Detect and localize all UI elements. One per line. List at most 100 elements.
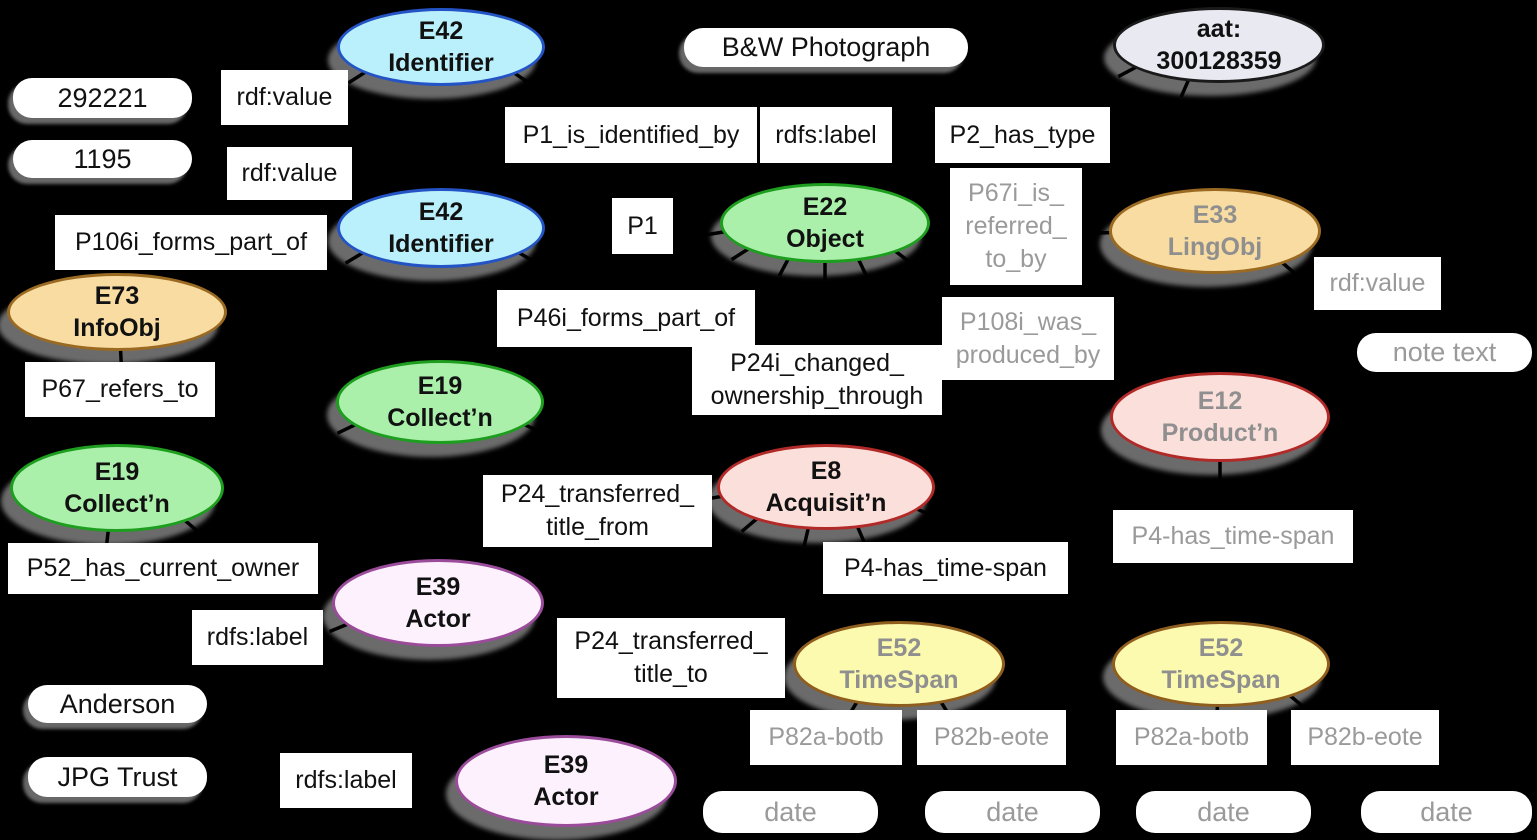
property-label-text: P106i_forms_part_of	[74, 228, 308, 256]
property-label-p4-has-time-span: P4-has_time-span	[823, 542, 1068, 594]
property-label-text: P82b-eote	[933, 723, 1050, 751]
node-label: E52	[876, 634, 922, 662]
node-label: E52	[1198, 634, 1244, 662]
property-label-text: P82a-botb	[1133, 723, 1250, 751]
literal-text: date	[1420, 796, 1473, 827]
property-label-p67i-is-referred-to-by: P67i_is_referred_to_by	[950, 168, 1082, 285]
property-label-text: to_by	[985, 245, 1047, 273]
property-label-rdf-value-mid: rdf:value	[227, 147, 352, 200]
property-label-text: P82a-botb	[768, 723, 884, 751]
literal-text: 1195	[73, 143, 132, 174]
property-label-text: P24i_changed_	[730, 349, 904, 377]
property-label-text: P46i_forms_part_of	[516, 304, 736, 332]
property-label-text: ownership_through	[710, 382, 924, 410]
node-label: E73	[94, 282, 140, 310]
property-label-text: P24_transferred_	[500, 480, 695, 508]
node-label: E42	[418, 198, 464, 226]
node-label: E39	[415, 573, 461, 601]
node-label: Actor	[405, 605, 471, 633]
property-label-p24i-changed-ownership-through: P24i_changed_ ownership_through	[692, 345, 942, 415]
property-label-rdf-value-right: rdf:value	[1314, 257, 1441, 310]
property-label-p82a-botb-right: P82a-botb	[1116, 710, 1267, 765]
property-label-p82b-eote-left: P82b-eote	[917, 710, 1066, 765]
property-label-p67-refers-to: P67_refers_to	[25, 362, 215, 417]
property-label-p108i-was-produced-by: P108i_was_ produced_by	[942, 297, 1114, 380]
property-label-p46i-forms-part-of: P46i_forms_part_of	[497, 290, 755, 347]
property-label-text: rdf:value	[236, 83, 333, 111]
property-label-text: produced_by	[955, 340, 1101, 369]
property-label-text: title_to	[634, 660, 708, 688]
property-label-rdf-value-top: rdf:value	[221, 70, 348, 125]
property-label-p4-has-time-span-right: P4-has_time-span	[1113, 510, 1353, 563]
node-label: Identifier	[388, 230, 494, 258]
node-label: Actor	[533, 783, 599, 811]
property-label-text: P4-has_time-span	[1131, 522, 1335, 550]
node-label: E19	[94, 458, 140, 486]
node-label: InfoObj	[73, 314, 161, 342]
property-label-p24-transferred-title-from: P24_transferred_ title_from	[483, 475, 712, 547]
property-label-text: P1	[627, 211, 658, 240]
property-label-text: rdfs:label	[775, 120, 877, 149]
literal-anderson: Anderson	[28, 685, 207, 723]
property-label-text: P1_is_identified_by	[522, 120, 740, 149]
node-label: Acquisit’n	[765, 489, 887, 517]
literal-text: JPG Trust	[57, 761, 178, 792]
literal-292221: 292221	[13, 78, 192, 118]
literal-note-text: note text	[1357, 333, 1532, 372]
node-label: 300128359	[1156, 47, 1282, 75]
literal-date-2: date	[925, 791, 1100, 833]
property-label-text: rdf:value	[1329, 269, 1426, 297]
node-label: E8	[810, 457, 842, 485]
property-label-p106i-forms-part-of: P106i_forms_part_of	[55, 215, 327, 270]
property-label-rdfs-label-jpg: rdfs:label	[280, 753, 412, 808]
property-label-p24-transferred-title-to: P24_transferred_title_to	[557, 618, 785, 698]
property-label-p82a-botb-left: P82a-botb	[750, 710, 902, 765]
literal-bw-photograph: B&W Photograph	[684, 28, 968, 67]
property-label-text: P4-has_time-span	[844, 553, 1047, 582]
literal-text: Anderson	[59, 688, 176, 719]
property-label-text: rdfs:label	[206, 623, 309, 651]
literal-text: 292221	[57, 82, 148, 113]
literal-1195: 1195	[13, 140, 192, 178]
property-label-text: referred_	[965, 212, 1067, 240]
literal-text: date	[764, 796, 817, 827]
property-label-p2-has-type: P2_has_type	[935, 107, 1110, 163]
node-label: E39	[543, 751, 589, 779]
property-label-text: P108i_was_	[959, 307, 1097, 336]
literal-text: date	[986, 796, 1039, 827]
property-label-text: P67_refers_to	[41, 375, 199, 403]
property-label-p82b-eote-right: P82b-eote	[1291, 710, 1439, 765]
literal-text: B&W Photograph	[721, 32, 931, 62]
node-label: TimeSpan	[1161, 666, 1281, 694]
node-label: Identifier	[388, 49, 494, 77]
node-label: TimeSpan	[839, 666, 959, 694]
node-label: E12	[1197, 387, 1243, 415]
node-aat-300128359: aat: 300128359	[1113, 7, 1325, 83]
node-label: Object	[786, 225, 864, 253]
literal-date-3: date	[1136, 791, 1311, 833]
property-label-p1-is-identified-by: P1_is_identified_by	[505, 107, 757, 163]
property-label-text: P52_has_current_owner	[26, 554, 300, 582]
node-label: Product’n	[1161, 419, 1279, 447]
node-label: Collect’n	[387, 404, 493, 432]
node-label: aat:	[1196, 15, 1242, 43]
node-label: Collect’n	[64, 490, 170, 518]
property-label-rdfs-label-anderson: rdfs:label	[192, 610, 323, 665]
node-label: LingObj	[1167, 233, 1263, 261]
property-label-text: title_from	[546, 513, 649, 541]
property-label-text: rdf:value	[241, 159, 338, 187]
